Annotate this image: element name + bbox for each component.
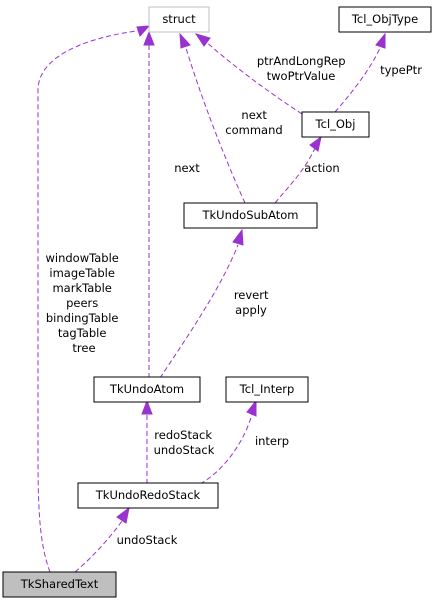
label-atom-to-struct: next <box>174 161 200 175</box>
label-shared-to-struct: windowTable imageTable markTable peers b… <box>45 251 122 355</box>
edge-stack-to-atom <box>141 399 153 484</box>
node-tksharedtext[interactable]: TkSharedText <box>2 571 117 598</box>
svg-text:TkUndoRedoStack: TkUndoRedoStack <box>95 488 201 502</box>
edge-obj-to-struct <box>194 33 303 115</box>
edge-shared-to-struct <box>37 25 151 573</box>
label-shared-to-stack: undoStack <box>117 533 178 547</box>
label-atom-to-subatom: revert apply <box>234 288 272 317</box>
label-subatom-to-obj: action <box>304 161 339 175</box>
edge-atom-to-struct <box>143 30 155 378</box>
label-stack-to-interp: interp <box>255 434 289 448</box>
label-subatom-to-struct: next command <box>225 108 282 137</box>
label-stack-to-atom: redoStack undoStack <box>154 428 216 457</box>
svg-text:struct: struct <box>162 12 196 26</box>
node-tkundoatom[interactable]: TkUndoAtom <box>93 376 201 403</box>
svg-text:Tcl_ObjType: Tcl_ObjType <box>351 12 418 26</box>
edge-stack-to-interp <box>199 399 257 485</box>
node-tkundosubatom[interactable]: TkUndoSubAtom <box>183 202 318 229</box>
node-tcl-obj[interactable]: Tcl_Obj <box>301 111 370 138</box>
svg-text:TkUndoSubAtom: TkUndoSubAtom <box>201 208 298 222</box>
node-tkundoredostack[interactable]: TkUndoRedoStack <box>77 482 219 509</box>
edge-subatom-to-obj <box>274 135 322 204</box>
label-obj-to-objtype: typePtr <box>380 63 422 77</box>
edge-subatom-to-struct <box>179 32 246 204</box>
edge-atom-to-subatom <box>159 228 244 379</box>
edge-shared-to-stack <box>74 506 130 573</box>
label-obj-to-struct: ptrAndLongRep twoPtrValue <box>257 54 349 83</box>
node-struct[interactable]: struct <box>148 6 210 33</box>
svg-text:TkUndoAtom: TkUndoAtom <box>109 382 184 396</box>
node-tcl-objtype[interactable]: Tcl_ObjType <box>338 6 432 33</box>
edge-obj-to-objtype <box>334 32 386 113</box>
svg-text:Tcl_Obj: Tcl_Obj <box>315 117 356 131</box>
svg-text:Tcl_Interp: Tcl_Interp <box>239 382 295 396</box>
node-tcl-interp[interactable]: Tcl_Interp <box>225 376 309 403</box>
svg-text:TkSharedText: TkSharedText <box>20 577 99 591</box>
